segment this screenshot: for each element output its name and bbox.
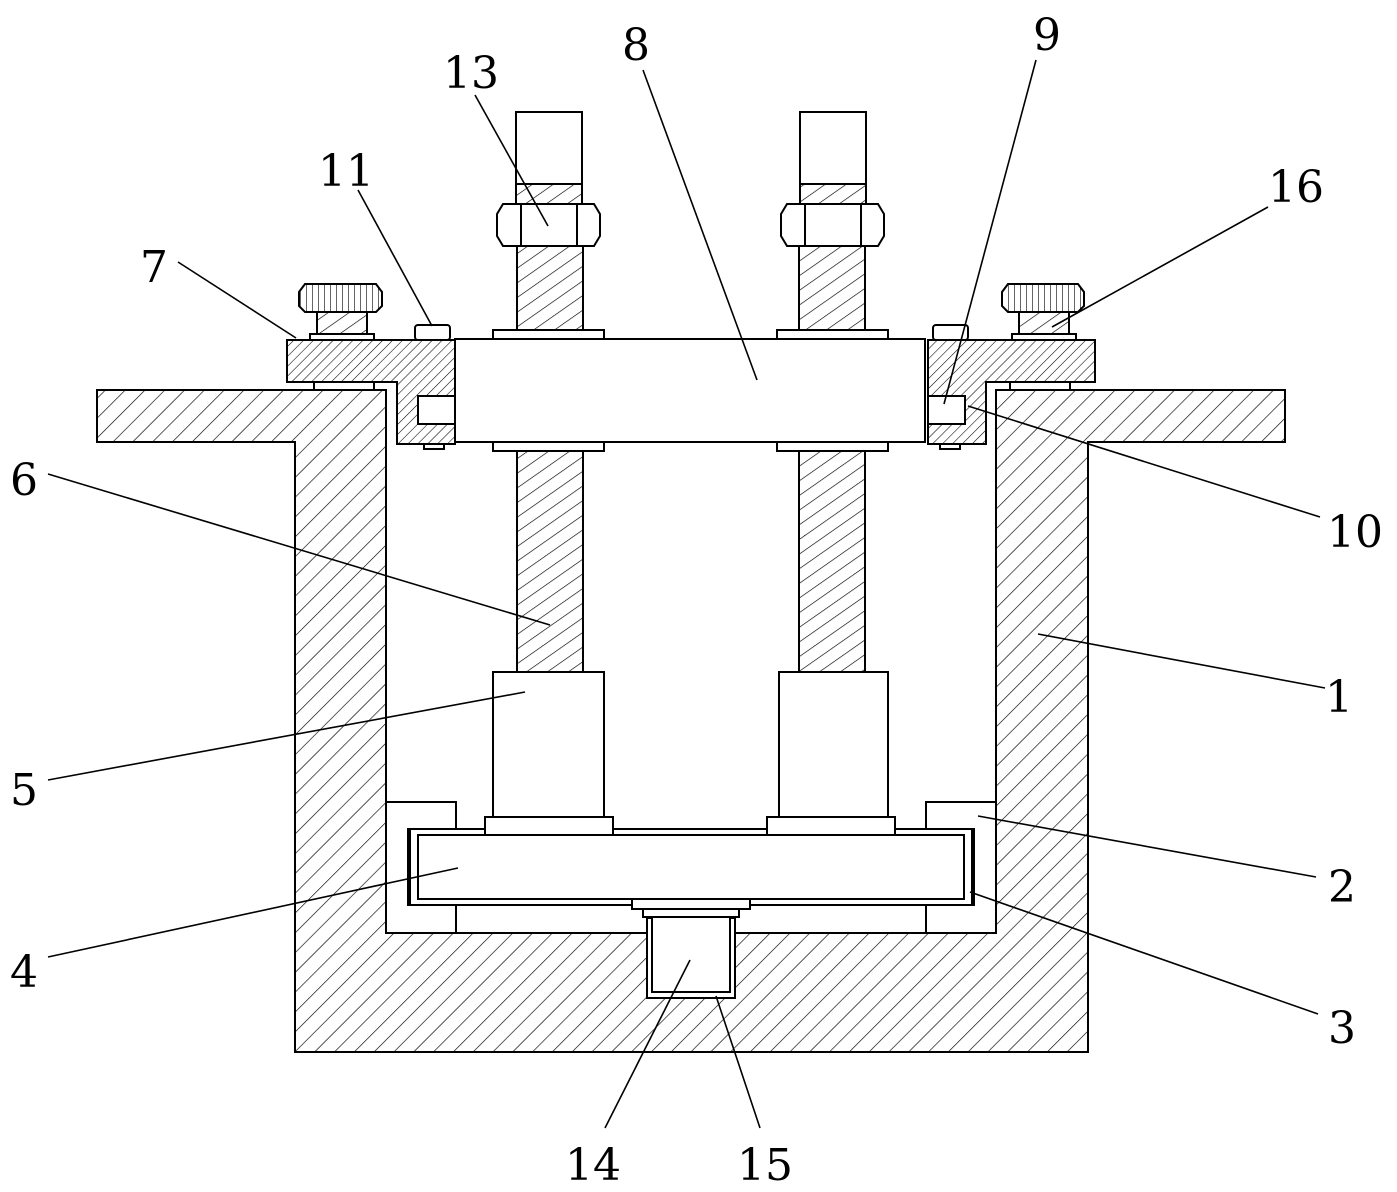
small-pin-bottom-right bbox=[939, 443, 961, 450]
guide-rail-left bbox=[385, 801, 457, 934]
label-1: 1 bbox=[1325, 672, 1353, 723]
slider-block-right bbox=[927, 395, 966, 425]
clamp-washer-left bbox=[313, 381, 375, 391]
washer-top-right bbox=[776, 329, 889, 340]
knurled-knob-right bbox=[1001, 283, 1085, 313]
leader-11 bbox=[357, 189, 433, 327]
threaded-rod-right bbox=[798, 441, 866, 673]
rod-end-left bbox=[515, 111, 583, 185]
label-13: 13 bbox=[443, 48, 499, 99]
leader-13 bbox=[474, 94, 549, 227]
leader-15 bbox=[715, 995, 761, 1129]
label-8: 8 bbox=[622, 20, 650, 71]
sleeve-right bbox=[778, 671, 889, 818]
label-2: 2 bbox=[1328, 862, 1356, 913]
threaded-rod-left bbox=[516, 441, 584, 673]
clamp-plate-left bbox=[286, 339, 456, 445]
clamp-washer-right bbox=[1009, 381, 1071, 391]
leader-7 bbox=[177, 261, 297, 339]
washer-bottom-right bbox=[776, 441, 889, 452]
cross-beam bbox=[454, 338, 926, 443]
sleeve-left bbox=[492, 671, 605, 818]
leader-10 bbox=[967, 405, 1321, 518]
knob-washer-left bbox=[309, 333, 375, 341]
leader-8 bbox=[642, 69, 758, 381]
bottom-block-cap bbox=[631, 898, 751, 910]
leader-5 bbox=[47, 691, 526, 781]
leader-4 bbox=[47, 867, 459, 958]
label-14: 14 bbox=[565, 1140, 621, 1191]
label-3: 3 bbox=[1328, 1003, 1356, 1054]
label-16: 16 bbox=[1268, 162, 1324, 213]
pin-top-right bbox=[932, 324, 969, 341]
label-9: 9 bbox=[1033, 10, 1061, 61]
leader-2 bbox=[977, 815, 1317, 878]
rod-end-right bbox=[799, 111, 867, 185]
label-11: 11 bbox=[318, 146, 374, 197]
leader-3 bbox=[969, 891, 1319, 1015]
bottom-plate bbox=[417, 834, 965, 900]
threaded-rod-top-right bbox=[798, 245, 866, 331]
leader-1 bbox=[1037, 633, 1326, 689]
bottom-block bbox=[651, 916, 731, 993]
label-4: 4 bbox=[10, 947, 38, 998]
label-7: 7 bbox=[140, 242, 168, 293]
small-pin-bottom-left bbox=[423, 443, 445, 450]
nut-right bbox=[780, 203, 885, 247]
leader-6 bbox=[47, 473, 551, 626]
pin-top-left bbox=[414, 324, 451, 341]
clamp-plate-right bbox=[927, 339, 1096, 445]
label-10: 10 bbox=[1327, 507, 1383, 558]
slider-block-left bbox=[417, 395, 456, 425]
sleeve-base-right bbox=[766, 816, 896, 836]
rod-thread-band-right bbox=[799, 183, 867, 205]
label-6: 6 bbox=[10, 455, 38, 506]
label-5: 5 bbox=[10, 765, 38, 816]
label-15: 15 bbox=[737, 1140, 793, 1191]
nut-left bbox=[496, 203, 601, 247]
washer-bottom-left bbox=[492, 441, 605, 452]
leader-14 bbox=[604, 959, 691, 1129]
leader-16 bbox=[1051, 206, 1269, 328]
bottom-block-neck bbox=[642, 908, 740, 918]
knob-washer-right bbox=[1011, 333, 1077, 341]
washer-top-left bbox=[492, 329, 605, 340]
leader-9 bbox=[943, 59, 1037, 405]
threaded-rod-top-left bbox=[516, 245, 584, 331]
knurled-knob-left bbox=[298, 283, 383, 313]
sleeve-base-left bbox=[484, 816, 614, 836]
knob-thread-left bbox=[316, 309, 368, 335]
